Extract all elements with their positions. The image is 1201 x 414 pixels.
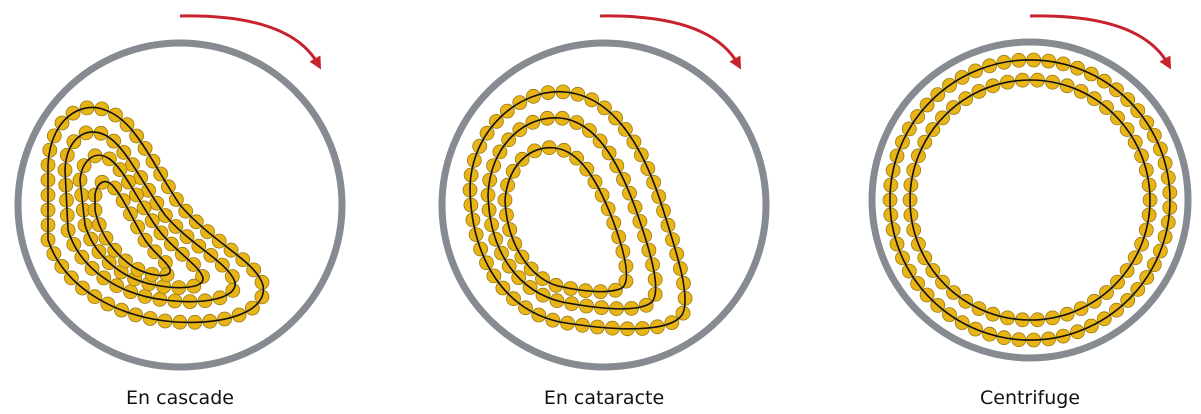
ball-charge xyxy=(883,53,1177,347)
caption-cascade: En cascade xyxy=(126,387,234,409)
caption-centrifuge: Centrifuge xyxy=(980,387,1080,409)
panel-cataract: En cataracte xyxy=(442,16,766,409)
panel-cascade: En cascade xyxy=(18,16,342,409)
mill-drum xyxy=(872,42,1188,358)
balls xyxy=(41,101,269,329)
ball-charge xyxy=(41,101,269,329)
balls xyxy=(883,53,1177,347)
panel-centrifuge: Centrifuge xyxy=(872,16,1188,409)
caption-cataract: En cataracte xyxy=(544,387,664,409)
ball-charge xyxy=(463,85,692,336)
